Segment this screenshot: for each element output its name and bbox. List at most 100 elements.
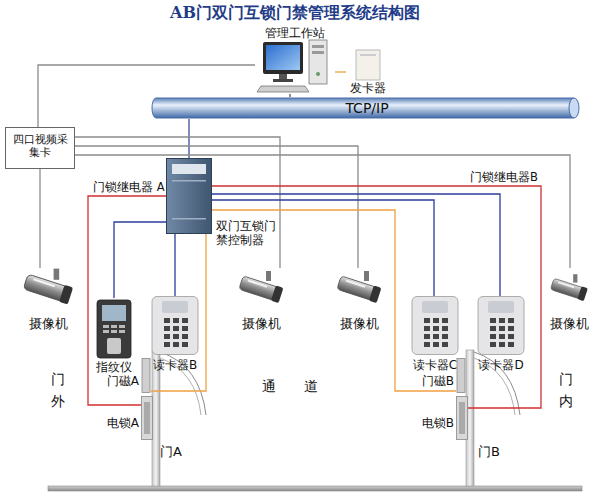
camera-art-part-part bbox=[369, 285, 382, 303]
camera-art-part-part bbox=[577, 286, 588, 301]
card-reader-art-part bbox=[442, 326, 448, 331]
card-reader: 读卡器D bbox=[474, 296, 528, 372]
controller-box-art bbox=[166, 158, 212, 234]
controller-box: 双门互锁门禁控制器 bbox=[166, 158, 212, 234]
card-reader-art-part bbox=[422, 301, 448, 313]
wire-connector bbox=[212, 186, 541, 408]
wire-connector bbox=[188, 119, 189, 158]
door-sensor-art bbox=[141, 358, 151, 394]
card-reader-label: 读卡器D bbox=[474, 358, 528, 372]
card-reader-art-part bbox=[182, 326, 188, 331]
fingerprint-reader-art-part bbox=[107, 338, 121, 354]
card-issuer-art-part bbox=[356, 50, 380, 80]
wire-connector bbox=[335, 71, 346, 72]
workstation-label: 管理工作站 bbox=[255, 26, 335, 40]
camera-art-part bbox=[23, 273, 73, 305]
electric-lock: 电锁B bbox=[456, 396, 468, 440]
camera-art-part bbox=[239, 275, 284, 303]
area-label: 门内 bbox=[558, 368, 574, 412]
camera-art-part-part bbox=[271, 285, 284, 303]
card-reader-art-part bbox=[173, 334, 179, 339]
fingerprint-reader-art-part bbox=[103, 330, 109, 333]
electric-lock-label: 电锁A bbox=[95, 416, 139, 430]
camera-label: 摄像机 bbox=[330, 316, 388, 332]
card-reader-art-part bbox=[499, 334, 505, 339]
card-reader-art-part bbox=[182, 318, 188, 323]
camera-art-part bbox=[573, 274, 577, 282]
card-reader-art-part bbox=[490, 318, 496, 323]
fingerprint-reader-art-part bbox=[103, 325, 109, 328]
card-issuer-label: 发卡器 bbox=[346, 82, 390, 96]
card-reader-art-part bbox=[182, 334, 188, 339]
camera-art-part-part bbox=[346, 280, 366, 288]
network-bus: TCP/IP bbox=[152, 97, 582, 119]
card-reader-art-part bbox=[152, 297, 198, 355]
card-reader-art-part bbox=[508, 326, 514, 331]
workstation-art-part bbox=[257, 86, 309, 92]
electric-lock-art-part bbox=[144, 402, 150, 434]
camera-art-part-part bbox=[59, 285, 73, 305]
door-sensor-label: 门磁A bbox=[97, 374, 139, 388]
wire-connector bbox=[75, 155, 570, 268]
camera-art-part bbox=[364, 271, 369, 281]
fingerprint-reader-art-part bbox=[111, 325, 117, 328]
wire-connector bbox=[75, 137, 280, 268]
card-reader-art-part bbox=[164, 334, 170, 339]
camera-label: 摄像机 bbox=[232, 316, 290, 332]
card-reader-art-part bbox=[499, 342, 505, 347]
camera: 摄像机 bbox=[20, 268, 76, 334]
card-reader-art-part bbox=[164, 342, 170, 347]
fingerprint-reader-art-part bbox=[111, 330, 117, 333]
workstation-art-part bbox=[263, 42, 303, 74]
card-reader-art-part bbox=[490, 342, 496, 347]
video-card-box: 四口视频采集卡 bbox=[5, 127, 75, 169]
controller-box-art-part bbox=[172, 218, 206, 220]
card-reader-art-part bbox=[478, 297, 524, 355]
card-reader-art-part bbox=[424, 318, 430, 323]
card-reader-art-part bbox=[499, 326, 505, 331]
card-reader-label: 读卡器C bbox=[408, 358, 462, 372]
network-bus-label: TCP/IP bbox=[152, 100, 582, 117]
controller-box-art-part bbox=[167, 159, 212, 234]
card-reader-art-part bbox=[173, 326, 179, 331]
wire-connector bbox=[289, 94, 290, 97]
fingerprint-reader-art-part bbox=[119, 330, 125, 333]
camera-art bbox=[236, 268, 286, 314]
workstation-art-part bbox=[309, 40, 327, 84]
card-reader-art-part bbox=[490, 326, 496, 331]
workstation-art-part bbox=[273, 79, 293, 82]
fingerprint-reader-label: 指纹仪 bbox=[88, 360, 140, 374]
workstation: 管理工作站 bbox=[255, 26, 335, 94]
card-reader: 读卡器B bbox=[148, 296, 202, 372]
wire-connector bbox=[174, 234, 175, 296]
card-reader-art-part bbox=[442, 318, 448, 323]
camera-label: 摄像机 bbox=[544, 316, 590, 332]
camera-art-part-part bbox=[248, 280, 268, 288]
network-bus-art-part bbox=[569, 98, 579, 118]
card-reader-art-part bbox=[182, 342, 188, 347]
card-issuer-art-part bbox=[360, 54, 376, 56]
fingerprint-reader: 指纹仪 bbox=[94, 298, 134, 374]
edge-label: 门锁继电器 A bbox=[93, 181, 165, 195]
fingerprint-reader-art-part bbox=[97, 300, 131, 358]
controller-box-art-part bbox=[172, 180, 206, 182]
fingerprint-reader-art-part bbox=[102, 305, 126, 321]
area-label: 门A bbox=[160, 444, 190, 460]
card-reader-art-part bbox=[490, 334, 496, 339]
card-issuer: 发卡器 bbox=[346, 48, 390, 98]
area-label: 通 道 bbox=[262, 378, 372, 395]
ground-bar bbox=[48, 486, 582, 491]
door-sensor: 门磁A bbox=[141, 358, 151, 394]
camera: 摄像机 bbox=[236, 268, 286, 334]
card-reader-art-part bbox=[173, 342, 179, 347]
area-label: 门外 bbox=[50, 368, 66, 412]
camera: 摄像机 bbox=[548, 268, 590, 334]
card-reader-art-part bbox=[508, 342, 514, 347]
workstation-art-part bbox=[312, 45, 324, 48]
card-reader-art-part bbox=[488, 301, 514, 313]
camera-art-part-part bbox=[33, 278, 55, 287]
workstation-art-part bbox=[279, 74, 287, 79]
door-sensor-label: 门磁B bbox=[412, 374, 454, 388]
electric-lock-art bbox=[456, 396, 468, 440]
wire-connector bbox=[114, 222, 166, 298]
